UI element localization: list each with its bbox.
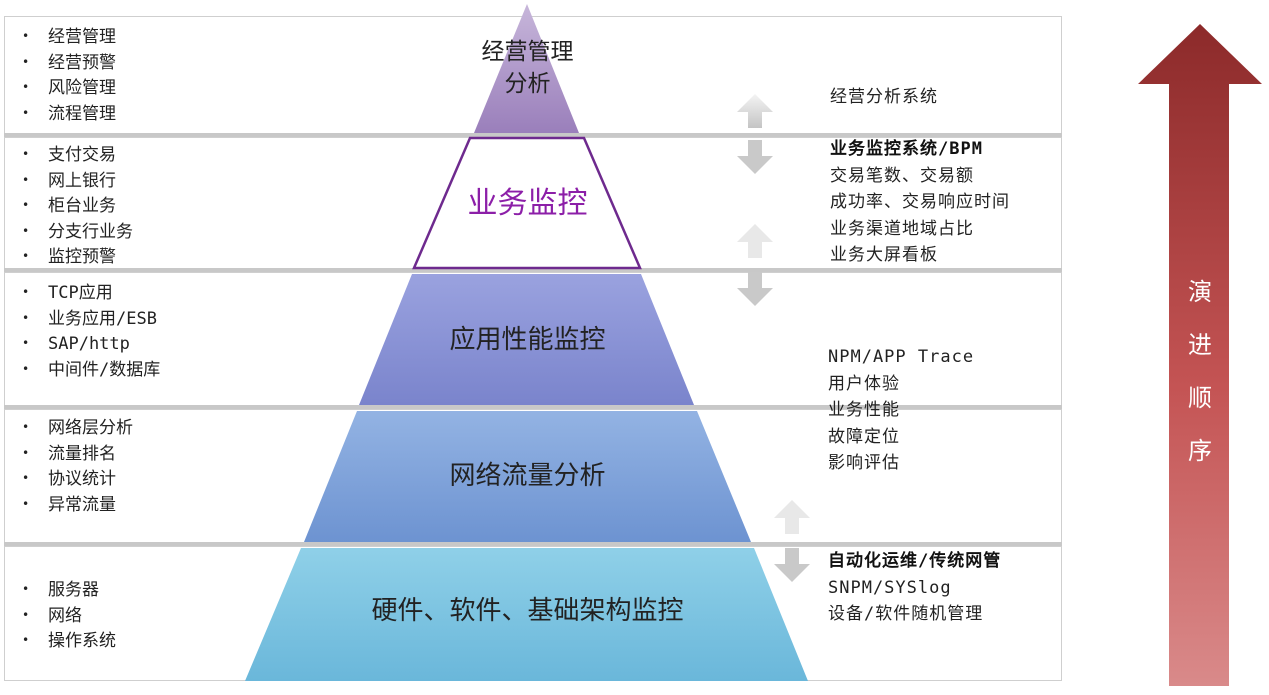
bullet-item: 支付交易	[22, 142, 133, 168]
desc-infra: 自动化运维/传统网管 SNPM/SYSlog 设备/软件随机管理	[828, 548, 1001, 628]
level-1-title: 经营管理 分析	[481, 39, 574, 97]
desc-apm: NPM/APP Trace 用户体验 业务性能 故障定位 影响评估	[828, 344, 974, 477]
desc-infra-title: 自动化运维/传统网管	[828, 551, 1002, 571]
bullet-item: 网络	[22, 603, 116, 629]
desc-line: 业务性能	[828, 400, 900, 420]
evolution-label: 演 进 顺 序	[1185, 266, 1215, 478]
bullet-item: TCP应用	[22, 280, 160, 306]
bullet-item: 协议统计	[22, 466, 133, 492]
bullet-item: 网络层分析	[22, 415, 133, 441]
level-2-title: 业务监控	[467, 186, 588, 221]
desc-line: NPM/APP Trace	[828, 347, 975, 367]
desc-line: SNPM/SYSlog	[828, 577, 952, 598]
level-4-title: 网络流量分析	[449, 461, 606, 491]
pyramid-level-5	[245, 548, 808, 681]
pyramid-level-4	[304, 411, 751, 542]
desc-line: 影响评估	[828, 453, 900, 473]
bullet-item: 服务器	[22, 577, 116, 603]
bullet-item: 操作系统	[22, 628, 116, 654]
desc-line: 用户体验	[828, 373, 900, 394]
desc-monitoring-title: 业务监控系统/BPM	[830, 139, 983, 159]
band-divider	[4, 268, 1062, 272]
level-5-title: 硬件、软件、基础架构监控	[371, 596, 684, 626]
evolution-char: 顺	[1188, 384, 1212, 412]
pyramid-level-3	[359, 274, 694, 405]
desc-line: 业务渠道地域占比	[830, 218, 974, 239]
level-2-bullets: 支付交易 网上银行 柜台业务 分支行业务 监控预警	[22, 142, 133, 270]
level-1-bullets: 经营管理 经营预警 风险管理 流程管理	[22, 24, 116, 126]
up-down-arrow-icon	[737, 94, 773, 174]
evolution-arrow	[1138, 24, 1262, 686]
desc-line: 设备/软件随机管理	[828, 604, 984, 624]
bullet-item: 异常流量	[22, 492, 133, 518]
level-3-title: 应用性能监控	[449, 325, 606, 355]
desc-line: 成功率、交易响应时间	[830, 192, 1010, 212]
bullet-item: 业务应用/ESB	[22, 306, 160, 332]
bullet-item: 流量排名	[22, 441, 133, 467]
band-divider	[4, 405, 1062, 409]
bullet-item: 柜台业务	[22, 193, 133, 219]
band-divider	[4, 133, 1062, 137]
bullet-item: 经营管理	[22, 24, 116, 50]
evolution-char: 序	[1188, 437, 1212, 465]
bullet-item: 分支行业务	[22, 219, 133, 245]
bullet-item: 风险管理	[22, 75, 116, 101]
desc-line: 业务大屏看板	[830, 245, 938, 265]
desc-line: 交易笔数、交易额	[830, 165, 974, 186]
bullet-item: SAP/http	[22, 331, 160, 357]
bullet-item: 中间件/数据库	[22, 357, 160, 383]
desc-line: 故障定位	[828, 426, 900, 447]
pyramid-level-2	[412, 136, 642, 270]
level-3-bullets: TCP应用 业务应用/ESB SAP/http 中间件/数据库	[22, 280, 160, 382]
level-5-bullets: 服务器 网络 操作系统	[22, 577, 116, 654]
bullet-item: 流程管理	[22, 101, 116, 127]
bullet-item: 监控预警	[22, 244, 133, 270]
bullet-item: 经营预警	[22, 50, 116, 76]
evolution-char: 进	[1188, 331, 1212, 359]
bullet-item: 网上银行	[22, 168, 133, 194]
up-down-arrow-icon	[774, 500, 810, 582]
evolution-char: 演	[1188, 278, 1212, 306]
desc-business-analysis: 经营分析系统	[830, 87, 938, 107]
up-down-arrow-icon	[737, 224, 773, 306]
band-divider	[4, 542, 1062, 546]
desc-monitoring: 业务监控系统/BPM 交易笔数、交易额 成功率、交易响应时间 业务渠道地域占比 …	[830, 136, 1010, 269]
level-4-bullets: 网络层分析 流量排名 协议统计 异常流量	[22, 415, 133, 517]
pyramid-level-1	[474, 4, 579, 133]
